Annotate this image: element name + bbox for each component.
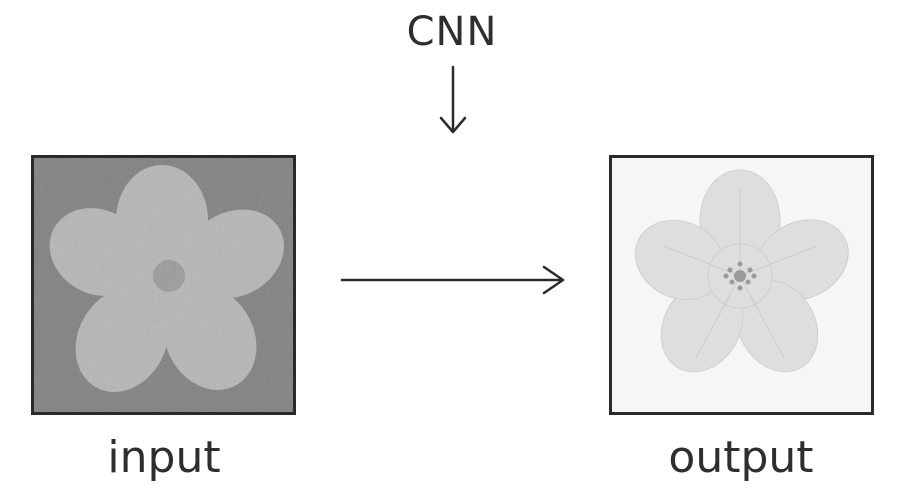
noisy-flower-icon xyxy=(34,158,293,412)
down-arrow-icon xyxy=(439,65,467,134)
clean-flower-image xyxy=(609,155,874,415)
noisy-flower-image xyxy=(31,155,296,415)
cnn-label: CNN xyxy=(406,9,498,55)
input-label: input xyxy=(107,432,221,483)
clean-flower-icon xyxy=(612,158,871,412)
output-label: output xyxy=(668,432,814,483)
right-arrow-icon xyxy=(340,265,565,295)
